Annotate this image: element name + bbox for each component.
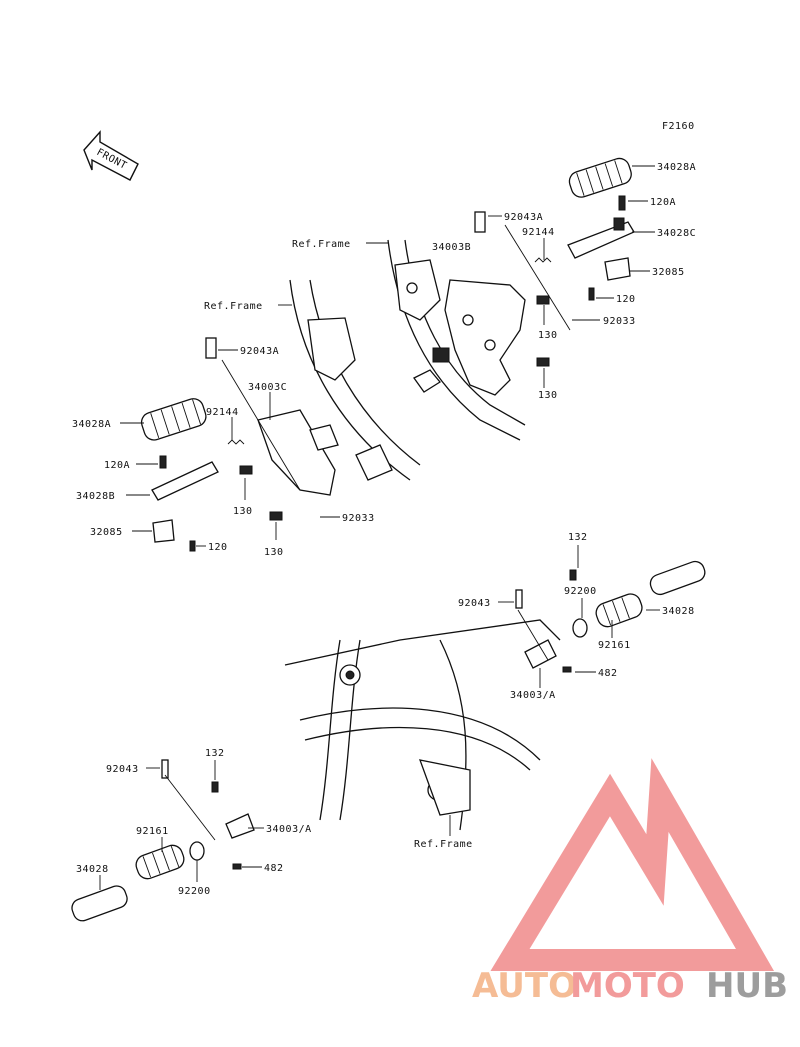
upper-left-assembly [140, 279, 421, 552]
label-130-b: 130 [264, 547, 284, 558]
label-92043A-right: 92043A [504, 212, 543, 223]
watermark-logo: AUTO MOTO HUB [472, 758, 788, 1006]
label-92043-right: 92043 [458, 598, 491, 609]
label-120-right: 120 [616, 294, 636, 305]
label-34003C: 34003C [248, 382, 287, 393]
label-ref-frame-upper-right: Ref.Frame [292, 239, 351, 250]
label-92033-left: 92033 [342, 513, 375, 524]
label-130-a: 130 [233, 506, 253, 517]
label-92043A-left: 92043A [240, 346, 279, 357]
lower-frame-assembly [71, 560, 706, 922]
label-132-left: 132 [205, 748, 225, 759]
label-34028-left: 34028 [76, 864, 109, 875]
figure-code: F2160 [662, 121, 695, 132]
label-482-right: 482 [598, 668, 618, 679]
label-92144-left: 92144 [206, 407, 239, 418]
label-34003A-left: 34003/A [266, 824, 312, 835]
label-34028A-right: 34028A [657, 162, 696, 173]
label-120A-left: 120A [104, 460, 130, 471]
watermark-hub: HUB [706, 966, 788, 1006]
label-34003B: 34003B [432, 242, 471, 253]
label-130-c: 130 [538, 330, 558, 341]
upper-right-assembly [387, 157, 635, 441]
leader-lines [99, 165, 660, 890]
label-92033-right: 92033 [603, 316, 636, 327]
label-34003A-right: 34003/A [510, 690, 556, 701]
label-92161-right: 92161 [598, 640, 631, 651]
label-92200-left: 92200 [178, 886, 211, 897]
watermark-auto: AUTO [472, 966, 577, 1006]
label-130-d: 130 [538, 390, 558, 401]
label-32085-left: 32085 [90, 527, 123, 538]
label-120A-right: 120A [650, 197, 676, 208]
label-32085-right: 32085 [652, 267, 685, 278]
label-92200-right: 92200 [564, 586, 597, 597]
label-132-right: 132 [568, 532, 588, 543]
label-34028B: 34028B [76, 491, 115, 502]
label-ref-frame-lower: Ref.Frame [414, 839, 473, 850]
watermark-moto: MOTO [570, 966, 685, 1006]
label-120-left: 120 [208, 542, 228, 553]
label-34028C: 34028C [657, 228, 696, 239]
label-34028-right: 34028 [662, 606, 695, 617]
label-ref-frame-upper-left: Ref.Frame [204, 301, 263, 312]
front-arrow-icon: FRONT [83, 130, 139, 181]
label-92043-left: 92043 [106, 764, 139, 775]
label-482-left: 482 [264, 863, 284, 874]
label-92161-left: 92161 [136, 826, 169, 837]
part-labels: 34028A 120A 34028C 32085 120 92033 92043… [72, 162, 696, 897]
label-34028A-left: 34028A [72, 419, 111, 430]
label-92144-right: 92144 [522, 227, 555, 238]
watermark-triangle-icon [490, 758, 775, 971]
